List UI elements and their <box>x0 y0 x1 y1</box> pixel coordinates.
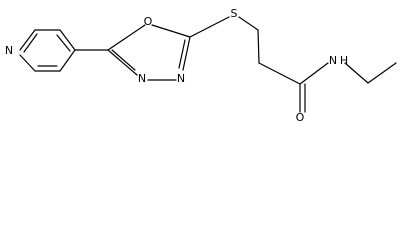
side-chain <box>189 16 397 113</box>
atom-amide-h: H <box>340 54 348 67</box>
atom-oxadiazole-n1: N <box>177 72 185 85</box>
atom-sulfur: S <box>231 7 238 20</box>
bond-n-ch2 <box>344 62 369 84</box>
bond-c2-s <box>189 16 230 38</box>
atom-oxadiazole-o: O <box>144 15 153 28</box>
bond-ox-o-c2 <box>151 24 191 38</box>
bond-py-4 <box>59 49 76 72</box>
structure-diagram: N O N N S O N H <box>5 7 397 124</box>
bond-py-6 <box>19 54 36 72</box>
bond-py-3 <box>59 29 76 51</box>
molecule-canvas: N O N N S O N H <box>5 7 397 124</box>
bond-py-3-double <box>56 34 71 52</box>
atom-amide-n: N <box>329 54 337 67</box>
pyridine-ring <box>19 29 76 72</box>
atom-carbonyl-o: O <box>296 111 305 124</box>
bond-ox-c2-n3 <box>182 36 191 71</box>
bond-s-ch2 <box>238 16 259 31</box>
bond-ch2-co <box>258 62 301 85</box>
bond-py-1 <box>19 29 36 51</box>
atom-oxadiazole-n2: N <box>138 72 146 85</box>
bond-ch2-ch3 <box>367 62 397 84</box>
bond-ox-c5-o <box>107 24 146 51</box>
bond-c-n <box>299 62 329 85</box>
bond-ox-n4-c5 <box>107 49 138 76</box>
bond-ch2-ch2 <box>257 29 260 64</box>
atom-pyridine-n: N <box>5 44 13 57</box>
bond-ox-c2-n3-double <box>178 39 186 69</box>
bond-ox-n4-c5-double <box>111 49 136 71</box>
bond-py-1-double <box>23 33 38 53</box>
oxadiazole-ring <box>107 24 191 81</box>
